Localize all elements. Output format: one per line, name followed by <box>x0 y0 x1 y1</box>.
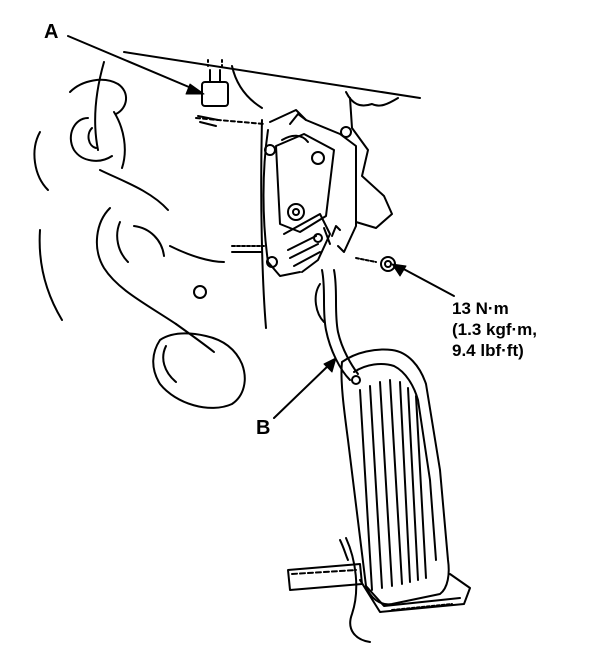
pedal-bracket <box>262 109 357 277</box>
pedal-arm <box>314 269 361 385</box>
leader-b <box>273 363 331 419</box>
torque-spec-line1: 13 N·m <box>452 299 509 318</box>
arrowhead-torque <box>391 263 407 277</box>
arrowhead-a <box>185 83 205 95</box>
leader-a <box>67 35 197 91</box>
arrowheads <box>185 83 407 373</box>
brake-pedal-assembly <box>33 78 246 409</box>
callout-label-b: B <box>256 417 271 439</box>
studs-and-nuts <box>195 117 396 272</box>
callout-label-a: A <box>44 21 59 43</box>
torque-spec: 13 N·m (1.3 kgf·m, 9.4 lbf·ft) <box>452 298 537 361</box>
firewall-outline <box>94 51 421 329</box>
pedal-pad <box>340 348 471 613</box>
floor-lines <box>287 537 371 643</box>
torque-spec-line3: 9.4 lbf·ft) <box>452 341 524 360</box>
arrowhead-b <box>323 357 337 373</box>
leader-lines <box>67 35 455 419</box>
leader-torque <box>397 265 455 297</box>
torque-spec-line2: (1.3 kgf·m, <box>452 320 538 339</box>
